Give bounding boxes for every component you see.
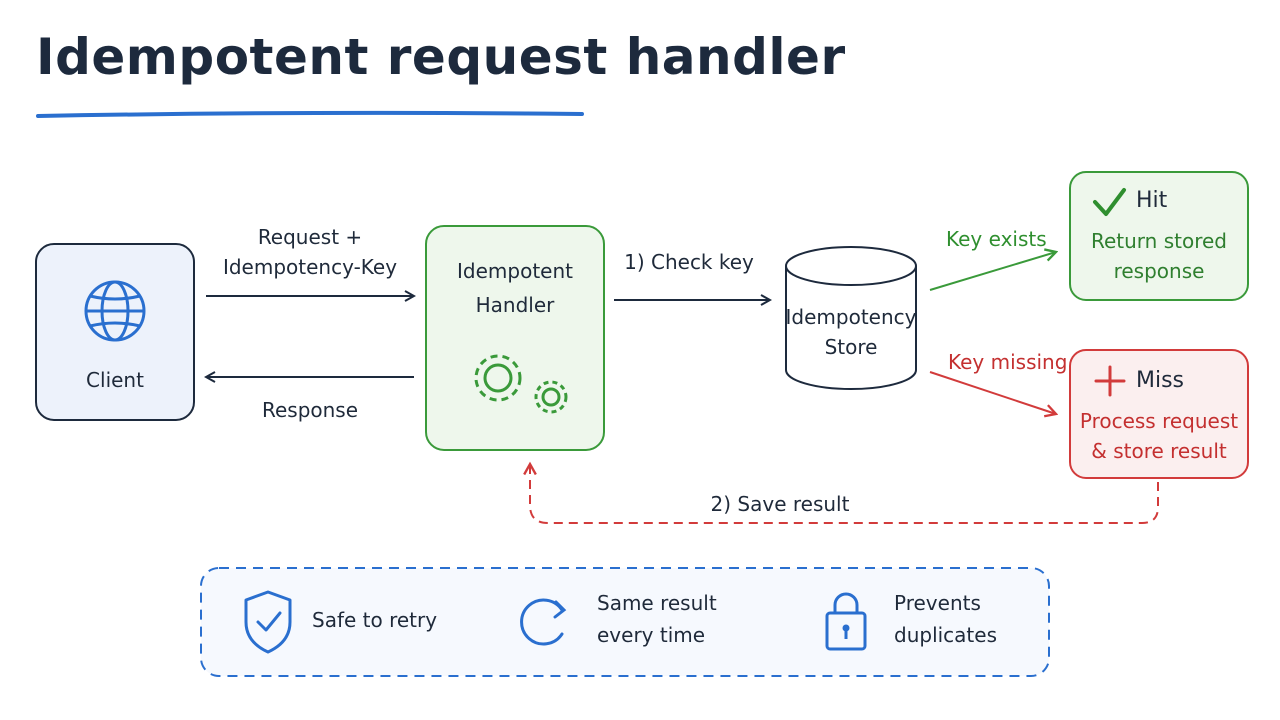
check-key-label: 1) Check key <box>624 250 754 274</box>
handler-label-line1: Idempotent <box>457 259 573 283</box>
globe-icon <box>84 280 146 342</box>
save-result-arrow <box>530 464 1159 524</box>
request-label-line2: Idempotency-Key <box>222 255 398 279</box>
benefit-1-line1: Safe to retry <box>312 608 438 632</box>
page-title: Idempotent request handler <box>36 28 846 86</box>
miss-line1: Process request <box>1079 409 1239 433</box>
handler-label-line2: Handler <box>475 293 555 317</box>
handler-node <box>425 225 605 451</box>
hit-line1: Return stored <box>1090 229 1227 253</box>
store-label-line2: Store <box>824 335 878 359</box>
store-node <box>785 246 917 390</box>
benefit-2-line2: every time <box>597 623 706 647</box>
client-label: Client <box>86 368 144 392</box>
hit-line2: response <box>1113 259 1205 283</box>
hit-title: Hit <box>1136 188 1168 213</box>
gears-icon <box>474 354 568 414</box>
benefit-3-line2: duplicates <box>894 623 997 647</box>
benefit-2-line1: Same result <box>597 591 717 615</box>
miss-node <box>1069 349 1249 479</box>
key-exists-arrow <box>929 252 1056 291</box>
client-node <box>35 243 195 421</box>
plus-icon <box>1094 365 1126 397</box>
hit-node <box>1069 171 1249 301</box>
checkmark-icon <box>1093 188 1126 216</box>
request-label-line1: Request + <box>257 225 363 249</box>
key-missing-arrow <box>929 371 1056 414</box>
key-exists-label: Key exists <box>946 227 1047 251</box>
lock-icon <box>825 592 867 651</box>
key-missing-label: Key missing <box>948 350 1068 374</box>
miss-line2: & store result <box>1091 439 1227 463</box>
save-result-label: 2) Save result <box>710 492 850 516</box>
response-label: Response <box>261 398 359 422</box>
refresh-icon <box>520 598 567 646</box>
miss-title: Miss <box>1136 368 1185 393</box>
shield-check-icon <box>244 590 292 654</box>
store-label-line1: Idempotency <box>785 305 917 329</box>
title-underline <box>36 110 584 118</box>
benefit-3-line1: Prevents <box>894 591 981 615</box>
